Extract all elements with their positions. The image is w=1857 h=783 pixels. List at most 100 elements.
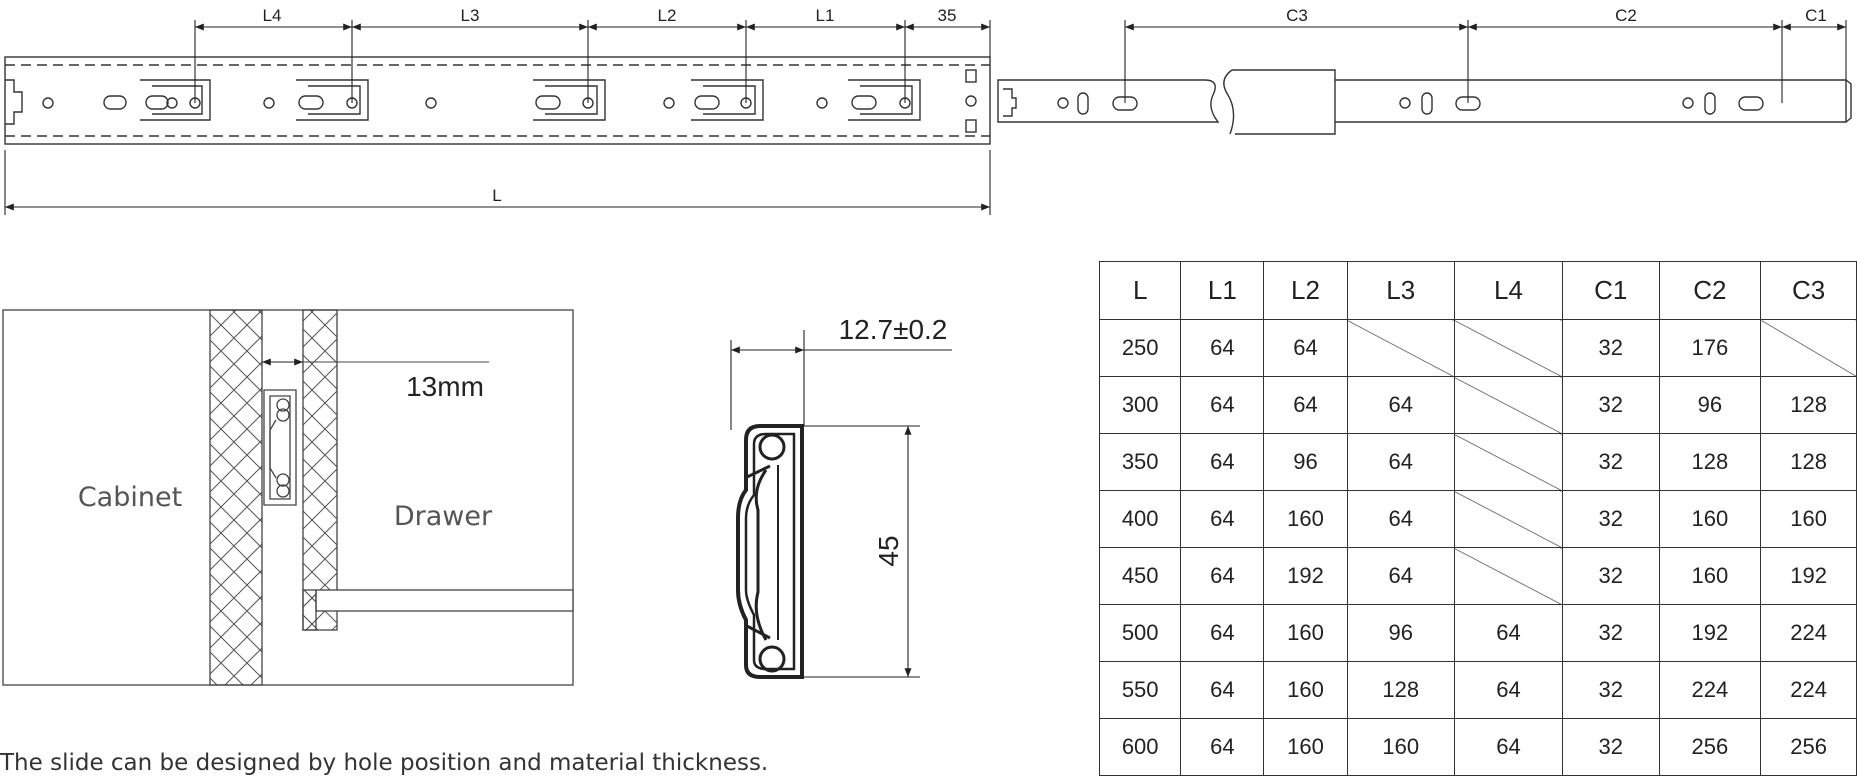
- table-cell: 96: [1346, 604, 1455, 662]
- table-cell: [1346, 319, 1455, 377]
- table-cell: 128: [1760, 433, 1857, 491]
- table-cell: 32: [1561, 433, 1660, 491]
- table-header-row: L L1 L2 L3 L4 C1 C2 C3: [1098, 261, 1857, 320]
- caption-note: The slide can be designed by hole positi…: [0, 750, 769, 776]
- table-cell: 160: [1263, 718, 1348, 776]
- dim-label-35: 35: [938, 6, 957, 25]
- table-cell: 32: [1561, 604, 1660, 662]
- dim-label-c1: C1: [1805, 6, 1827, 25]
- profile-width-label: 12.7±0.2: [839, 314, 948, 345]
- hole-cluster-l4: [140, 79, 211, 121]
- table-cell: 64: [1263, 319, 1348, 377]
- table-cell: 224: [1760, 604, 1857, 662]
- table-cell: 192: [1263, 547, 1348, 605]
- cabinet-label: Cabinet: [78, 482, 182, 513]
- table-cell: 450: [1098, 547, 1182, 605]
- table-cell: 64: [1453, 661, 1563, 719]
- table-cell: 176: [1658, 319, 1762, 377]
- table-cell: 224: [1658, 661, 1762, 719]
- table-cell: 64: [1180, 661, 1265, 719]
- table-header-cell: C3: [1760, 261, 1857, 320]
- dim-label-l1: L1: [816, 6, 835, 25]
- table-header-cell: L3: [1346, 261, 1455, 320]
- table-header-cell: L4: [1453, 261, 1563, 320]
- dim-label-overall-l: L: [492, 186, 501, 205]
- table-header-cell: L1: [1180, 261, 1265, 320]
- table-cell: 500: [1098, 604, 1182, 662]
- table-cell: 224: [1760, 661, 1857, 719]
- table-cell: 300: [1098, 376, 1182, 434]
- table-cell: 64: [1346, 490, 1455, 548]
- table-cell: 64: [1180, 376, 1265, 434]
- table-cell: 64: [1180, 490, 1265, 548]
- table-cell: 128: [1658, 433, 1762, 491]
- table-cell: 64: [1453, 604, 1563, 662]
- table-cell: 32: [1561, 547, 1660, 605]
- dim-label-l2: L2: [658, 6, 677, 25]
- table-cell: 32: [1561, 376, 1660, 434]
- table-cell: [1453, 547, 1563, 605]
- drawer-bottom: [315, 589, 574, 612]
- table-cell: 64: [1263, 376, 1348, 434]
- table-cell: 160: [1760, 490, 1857, 548]
- table-cell: 32: [1561, 319, 1660, 377]
- hole-cluster-l2: [533, 79, 606, 121]
- table-cell: 350: [1098, 433, 1182, 491]
- table-cell: 96: [1263, 433, 1348, 491]
- table-cell: 160: [1263, 490, 1348, 548]
- table-cell: 96: [1658, 376, 1762, 434]
- table-cell: 64: [1453, 718, 1563, 776]
- table-cell: 64: [1180, 319, 1265, 377]
- profile-height-label: 45: [873, 535, 904, 566]
- table-cell: 160: [1263, 604, 1348, 662]
- table-header-cell: L2: [1263, 261, 1348, 320]
- fixed-member-dimensions: [4, 20, 991, 215]
- table-cell: [1453, 376, 1563, 434]
- table-cell: 160: [1658, 490, 1762, 548]
- drawer-label: Drawer: [394, 501, 493, 532]
- table-cell: 32: [1561, 718, 1660, 776]
- table-cell: 600: [1098, 718, 1182, 776]
- table-cell: 250: [1098, 319, 1182, 377]
- dim-label-c2: C2: [1615, 6, 1637, 25]
- table-header-cell: C1: [1561, 261, 1660, 320]
- table-cell: 256: [1658, 718, 1762, 776]
- cabinet-side-panel: [209, 309, 263, 686]
- hole-cluster-front: [848, 79, 921, 121]
- drawer-side-panel: [302, 309, 338, 631]
- dim-label-l4: L4: [263, 6, 282, 25]
- slide-profile-detail: [736, 424, 804, 679]
- table-cell: 400: [1098, 490, 1182, 548]
- moving-member-rail: [997, 69, 1852, 135]
- table-cell: 160: [1346, 718, 1455, 776]
- table-cell: 128: [1346, 661, 1455, 719]
- moving-member-dimensions: [1124, 20, 1847, 103]
- table-cell: 64: [1346, 376, 1455, 434]
- table-cell: 64: [1180, 433, 1265, 491]
- table-cell: 128: [1760, 376, 1857, 434]
- table-header-cell: C2: [1658, 261, 1762, 320]
- table-cell: 160: [1263, 661, 1348, 719]
- dim-label-l3: L3: [461, 6, 480, 25]
- table-cell: 256: [1760, 718, 1857, 776]
- table-cell: 64: [1346, 547, 1455, 605]
- table-cell: 550: [1098, 661, 1182, 719]
- table-cell: [1453, 319, 1563, 377]
- table-cell: 64: [1180, 547, 1265, 605]
- fixed-member-rail: [4, 56, 991, 145]
- table-cell: [1453, 433, 1563, 491]
- table-cell: 32: [1561, 661, 1660, 719]
- table-cell: 192: [1760, 547, 1857, 605]
- gap-dimension-label: 13mm: [406, 371, 484, 402]
- cabinet-drawer-section: [2, 309, 574, 686]
- hole-cluster-l3: [296, 79, 369, 121]
